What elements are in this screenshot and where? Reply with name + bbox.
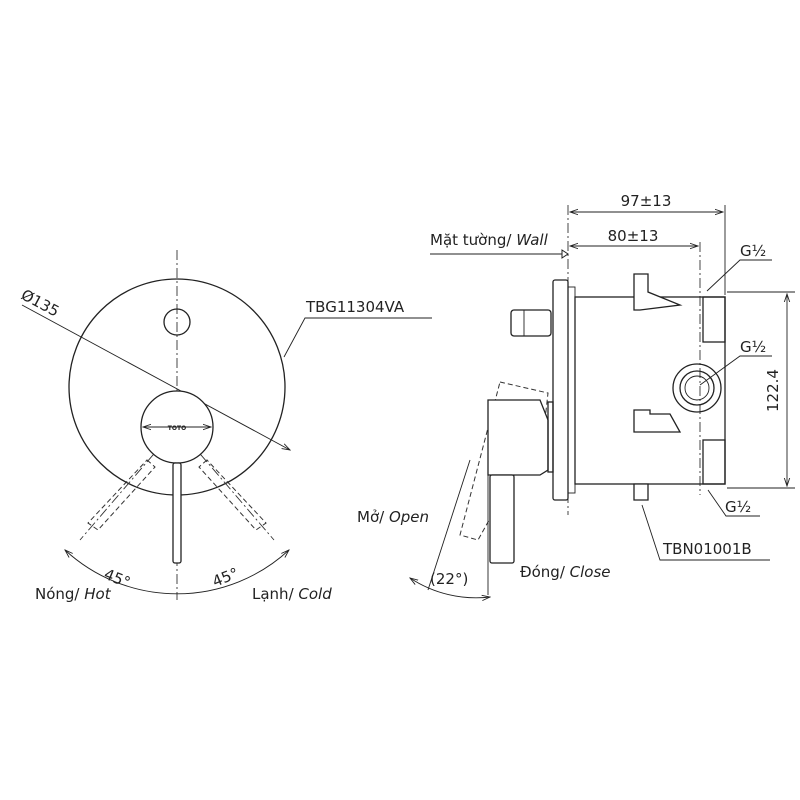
- angle-right-label: 45°: [210, 564, 241, 591]
- top-port: [702, 296, 726, 343]
- hot-label: Nóng/ Hot: [35, 585, 112, 603]
- side-view: Mặt tường/ Wall 97±13 80±13 122.4 G½ G½: [357, 192, 795, 598]
- lever-closed-position: [172, 462, 182, 564]
- dim-total-label: 97±13: [621, 192, 672, 210]
- mount-tab-middle: [633, 409, 682, 433]
- open-label: Mở/ Open: [357, 508, 429, 526]
- diameter-dimension-line: [21, 304, 290, 450]
- middle-port: [672, 363, 722, 413]
- open-angle-arc: [410, 578, 490, 598]
- port-top-label: G½: [740, 242, 766, 260]
- lever-body: [487, 399, 549, 476]
- open-angle-label: (22°): [430, 570, 468, 588]
- mount-tab-bottom: [633, 483, 649, 501]
- body-model-label: TBN01001B: [662, 540, 752, 558]
- diverter-stud: [510, 309, 552, 337]
- cold-label: Lạnh/ Cold: [252, 585, 332, 603]
- port-bottom-label: G½: [725, 498, 751, 516]
- close-label: Đóng/ Close: [520, 563, 611, 581]
- wall-label: Mặt tường/ Wall: [430, 231, 549, 249]
- model-leader-line: [283, 317, 432, 358]
- model-label: TBG11304VA: [305, 298, 405, 316]
- lever-handle: [489, 474, 515, 564]
- bottom-port: [702, 439, 726, 485]
- mount-tab-top: [633, 273, 683, 311]
- dim-height-label: 122.4: [764, 369, 782, 412]
- wall-plate: [552, 279, 569, 501]
- dim-inner-label: 80±13: [608, 227, 659, 245]
- toto-logo: TOTO: [168, 425, 186, 432]
- front-view: Ø135 TOTO 45° 45° Nóng/ Hot Lạnh/ Cold T…: [18, 250, 432, 603]
- diverter-hole: [163, 308, 191, 336]
- rotation-arc: [65, 550, 289, 595]
- port-middle-label: G½: [740, 338, 766, 356]
